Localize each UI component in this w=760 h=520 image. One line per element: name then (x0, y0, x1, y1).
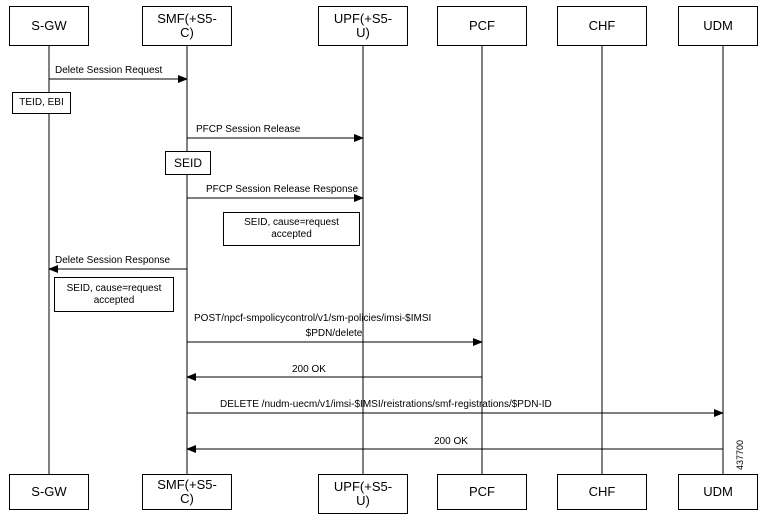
message-label: POST/npcf-smpolicycontrol/v1/sm-policies… (194, 313, 432, 324)
entity-box-chf-top: CHF (557, 6, 647, 46)
entity-box-smf-top: SMF(+S5- C) (142, 6, 232, 46)
message-label: Delete Session Response (55, 255, 171, 266)
entity-label: UPF(+S5- U) (333, 479, 393, 508)
entity-box-pcf-top: PCF (437, 6, 527, 46)
note-text: SEID, cause=request accepted (66, 282, 162, 306)
entity-label: SMF(+S5- C) (157, 477, 217, 506)
message-label: 200 OK (434, 436, 468, 447)
message-label: $PDN/delete (305, 328, 363, 339)
entity-box-udm-top: UDM (678, 6, 758, 46)
entity-box-udm-bottom: UDM (678, 474, 758, 510)
entity-box-pcf-bottom: PCF (437, 474, 527, 510)
message-label: 200 OK (292, 364, 326, 375)
entity-box-sgw-top: S-GW (9, 6, 89, 46)
message-label: PFCP Session Release Response (206, 184, 359, 195)
entity-box-smf-bottom: SMF(+S5- C) (142, 474, 232, 510)
entity-label: SMF(+S5- C) (157, 11, 217, 40)
note-box-seid-cause-sgw: SEID, cause=request accepted (54, 277, 174, 312)
message-label: DELETE /nudm-uecm/v1/imsi-$IMSI/reistrat… (220, 399, 552, 410)
note-box-seid: SEID (165, 151, 211, 175)
message-label: PFCP Session Release (196, 124, 301, 135)
entity-box-upf-bottom: UPF(+S5- U) (318, 474, 408, 514)
note-box-seid-cause-upf: SEID, cause=request accepted (223, 212, 360, 246)
entity-box-chf-bottom: CHF (557, 474, 647, 510)
note-text: SEID, cause=request accepted (244, 217, 339, 240)
entity-label: UPF(+S5- U) (333, 11, 393, 40)
message-label: Delete Session Request (55, 65, 163, 76)
entity-box-sgw-bottom: S-GW (9, 474, 89, 510)
figure-id: 437700 (735, 439, 745, 470)
entity-box-upf-top: UPF(+S5- U) (318, 6, 408, 46)
note-box-teid-ebi: TEID, EBI (12, 92, 71, 114)
